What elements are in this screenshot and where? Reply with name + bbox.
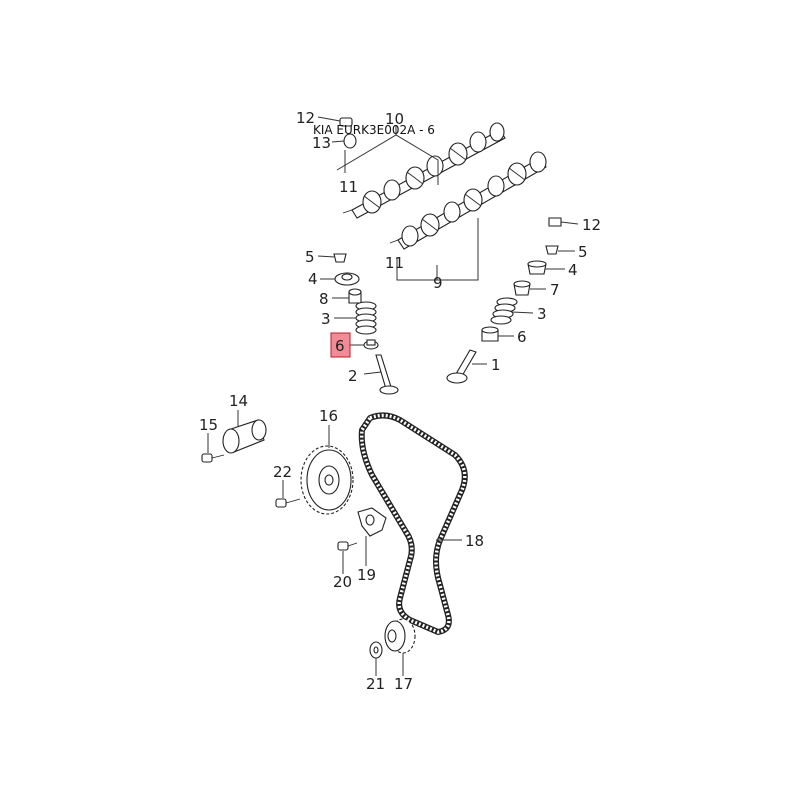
part-19-tensioner [357, 507, 387, 566]
part-label-4-right: 4 [568, 261, 578, 279]
part-label-19: 19 [357, 566, 376, 584]
part-14-idler [222, 410, 267, 454]
part-label-18: 18 [465, 532, 484, 550]
highlight-box [330, 332, 351, 358]
bracket-9 [396, 218, 479, 281]
part-label-6-left: 6 [335, 337, 345, 355]
part-20-bolt [337, 541, 358, 574]
leaders-left [317, 116, 382, 375]
part-6-right [481, 326, 499, 342]
part-label-15: 15 [199, 416, 218, 434]
part-label-3-right: 3 [537, 305, 547, 323]
part-label-13-left: 13 [312, 134, 331, 152]
part-2-valve [375, 354, 399, 395]
part-4-left [334, 272, 360, 286]
part-label-22: 22 [273, 463, 292, 481]
part-label-17: 17 [394, 675, 413, 693]
bracket-10 [336, 125, 439, 185]
part-5-left [333, 253, 347, 263]
part-5-right [545, 245, 559, 255]
part-12-right [548, 217, 562, 227]
part-label-14: 14 [229, 392, 248, 410]
part-label-7-right: 7 [550, 281, 560, 299]
camshaft-upper [342, 122, 506, 219]
part-label-5-right: 5 [578, 243, 588, 261]
part-label-11-left: 11 [339, 178, 358, 196]
part-label-1: 1 [491, 356, 501, 374]
diagram-caption: KIA EURK3E002A - 6 [313, 123, 435, 137]
part-label-8-left: 8 [319, 290, 329, 308]
part-1-valve [446, 349, 477, 384]
part-label-21: 21 [366, 675, 385, 693]
part-12-left [339, 117, 353, 127]
part-17-crank-sprocket [384, 618, 416, 676]
part-label-6-right: 6 [517, 328, 527, 346]
part-21-washer [369, 641, 383, 676]
part-16-sprocket [300, 425, 354, 515]
part-label-11-right: 11 [385, 254, 404, 272]
part-label-2: 2 [348, 367, 358, 385]
part-label-10: 10 [385, 110, 404, 128]
part-label-20: 20 [333, 573, 352, 591]
part-7-right [513, 280, 531, 296]
part-6-left [363, 339, 379, 350]
part-4-right [527, 260, 547, 275]
part-3-left [355, 301, 377, 335]
part-label-12-left: 12 [296, 109, 315, 127]
part-8-left [348, 288, 362, 304]
part-3-right [490, 297, 518, 325]
part-22-bolt [275, 480, 301, 508]
part-label-3-left: 3 [321, 310, 331, 328]
part-label-4-left: 4 [308, 270, 318, 288]
part-label-16: 16 [319, 407, 338, 425]
part-18-belt [358, 412, 468, 635]
part-label-5-left: 5 [305, 248, 315, 266]
part-label-9: 9 [433, 274, 443, 292]
camshaft-lower [389, 151, 547, 250]
leaders-right [472, 221, 579, 365]
part-label-12-right: 12 [582, 216, 601, 234]
part-15-bolt [201, 433, 225, 463]
